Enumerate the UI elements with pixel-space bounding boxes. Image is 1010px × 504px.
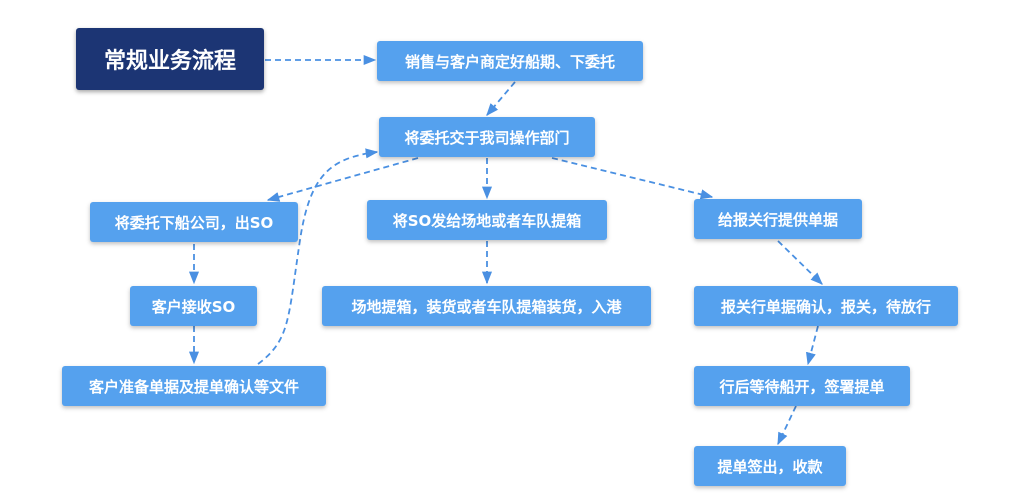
edge-n5-to-n8 — [777, 240, 823, 285]
edge-n8-to-n10 — [806, 325, 819, 366]
node-book-carrier-so: 将委托下船公司，出SO — [90, 202, 298, 242]
node-broker-confirm: 报关行单据确认，报关，待放行 — [694, 286, 958, 326]
node-sales-booking: 销售与客户商定好船期、下委托 — [377, 41, 643, 81]
edge-n9-to-n2 — [257, 148, 379, 365]
node-docs-to-broker: 给报关行提供单据 — [694, 199, 862, 239]
edge-n2-to-n3 — [266, 157, 419, 202]
node-send-so-yard: 将SO发给场地或者车队提箱 — [367, 200, 607, 240]
edge-n1-to-n2 — [486, 81, 516, 116]
node-bl-release: 提单签出，收款 — [694, 446, 846, 486]
node-wait-sailing: 行后等待船开，签署提单 — [694, 366, 910, 406]
node-customer-prepare-docs: 客户准备单据及提单确认等文件 — [62, 366, 326, 406]
node-customer-receive-so: 客户接收SO — [130, 286, 257, 326]
edge-n2-to-n5 — [551, 157, 714, 200]
edge-n10-to-n11 — [777, 405, 797, 446]
diagram-title: 常规业务流程 — [76, 28, 264, 90]
node-yard-pickup-load: 场地提箱，装货或者车队提箱装货，入港 — [322, 286, 651, 326]
node-handover-ops: 将委托交于我司操作部门 — [379, 117, 595, 157]
